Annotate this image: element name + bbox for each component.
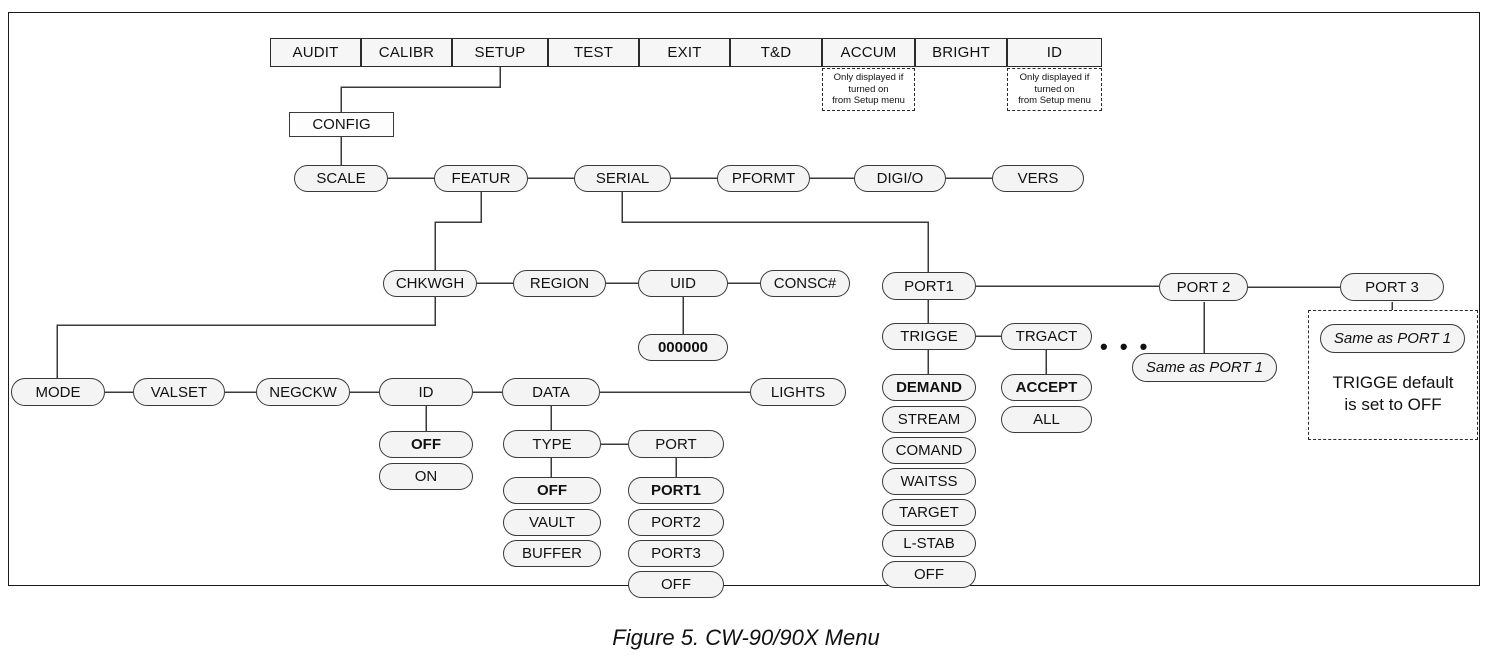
port3-callout-line2: is set to OFF	[1344, 395, 1442, 414]
node-negckw[interactable]: NEGCKW	[256, 378, 350, 406]
id-note-line3: from Setup menu	[1018, 95, 1091, 107]
node-trigge[interactable]: TRIGGE	[882, 323, 976, 350]
option-port-off[interactable]: OFF	[628, 571, 724, 598]
menu-item-setup[interactable]: SETUP	[452, 38, 548, 67]
note-port2-same-as-port1: Same as PORT 1	[1132, 353, 1277, 382]
option-trgact-all[interactable]: ALL	[1001, 406, 1092, 433]
menu-item-exit[interactable]: EXIT	[639, 38, 730, 67]
accum-note-line1: Only displayed if	[833, 72, 904, 84]
node-trgact[interactable]: TRGACT	[1001, 323, 1092, 350]
menu-item-test[interactable]: TEST	[548, 38, 639, 67]
option-trigge-stream[interactable]: STREAM	[882, 406, 976, 433]
option-port-port2[interactable]: PORT2	[628, 509, 724, 536]
option-port-port1[interactable]: PORT1	[628, 477, 724, 504]
menu-item-accum[interactable]: ACCUM	[822, 38, 915, 67]
option-type-buffer[interactable]: BUFFER	[503, 540, 601, 567]
node-data[interactable]: DATA	[502, 378, 600, 406]
option-trigge-lstab[interactable]: L-STAB	[882, 530, 976, 557]
accum-note-line2: turned on	[848, 83, 889, 95]
node-consc[interactable]: CONSC#	[760, 270, 850, 297]
node-type[interactable]: TYPE	[503, 430, 601, 458]
node-serial-port2[interactable]: PORT 2	[1159, 273, 1248, 301]
node-chkwgh[interactable]: CHKWGH	[383, 270, 477, 297]
node-featur[interactable]: FEATUR	[434, 165, 528, 192]
menu-item-bright[interactable]: BRIGHT	[915, 38, 1007, 67]
option-id-off[interactable]: OFF	[379, 431, 473, 458]
node-uid-value[interactable]: 000000	[638, 334, 728, 361]
node-serial[interactable]: SERIAL	[574, 165, 671, 192]
node-uid[interactable]: UID	[638, 270, 728, 297]
id-note-line2: turned on	[1034, 83, 1075, 95]
accum-note: Only displayed if turned on from Setup m…	[822, 68, 915, 111]
node-serial-port3[interactable]: PORT 3	[1340, 273, 1444, 301]
port3-callout-line1: TRIGGE default	[1332, 373, 1454, 392]
figure-caption: Figure 5. CW-90/90X Menu	[612, 625, 880, 650]
node-digio[interactable]: DIGI/O	[854, 165, 946, 192]
port3-callout-text: TRIGGE default is set to OFF	[1308, 372, 1478, 416]
accum-note-line3: from Setup menu	[832, 95, 905, 107]
node-vers[interactable]: VERS	[992, 165, 1084, 192]
option-trgact-accept[interactable]: ACCEPT	[1001, 374, 1092, 401]
option-trigge-comand[interactable]: COMAND	[882, 437, 976, 464]
node-serial-port1[interactable]: PORT1	[882, 272, 976, 300]
node-port[interactable]: PORT	[628, 430, 724, 458]
option-id-on[interactable]: ON	[379, 463, 473, 490]
note-port3-same-as-port1: Same as PORT 1	[1320, 324, 1465, 353]
node-lights[interactable]: LIGHTS	[750, 378, 846, 406]
ellipsis-more-ports: • • •	[1100, 334, 1151, 359]
option-type-vault[interactable]: VAULT	[503, 509, 601, 536]
menu-item-tnd[interactable]: T&D	[730, 38, 822, 67]
id-note: Only displayed if turned on from Setup m…	[1007, 68, 1102, 111]
menu-item-audit[interactable]: AUDIT	[270, 38, 361, 67]
id-note-line1: Only displayed if	[1019, 72, 1090, 84]
node-scale[interactable]: SCALE	[294, 165, 388, 192]
option-trigge-off[interactable]: OFF	[882, 561, 976, 588]
node-region[interactable]: REGION	[513, 270, 606, 297]
node-pformt[interactable]: PFORMT	[717, 165, 810, 192]
node-valset[interactable]: VALSET	[133, 378, 225, 406]
menu-item-calibr[interactable]: CALIBR	[361, 38, 452, 67]
option-type-off[interactable]: OFF	[503, 477, 601, 504]
node-id[interactable]: ID	[379, 378, 473, 406]
option-port-port3[interactable]: PORT3	[628, 540, 724, 567]
menu-item-id[interactable]: ID	[1007, 38, 1102, 67]
figure-frame	[8, 12, 1480, 586]
node-mode[interactable]: MODE	[11, 378, 105, 406]
node-config[interactable]: CONFIG	[289, 112, 394, 137]
option-trigge-target[interactable]: TARGET	[882, 499, 976, 526]
option-trigge-demand[interactable]: DEMAND	[882, 374, 976, 401]
option-trigge-waitss[interactable]: WAITSS	[882, 468, 976, 495]
